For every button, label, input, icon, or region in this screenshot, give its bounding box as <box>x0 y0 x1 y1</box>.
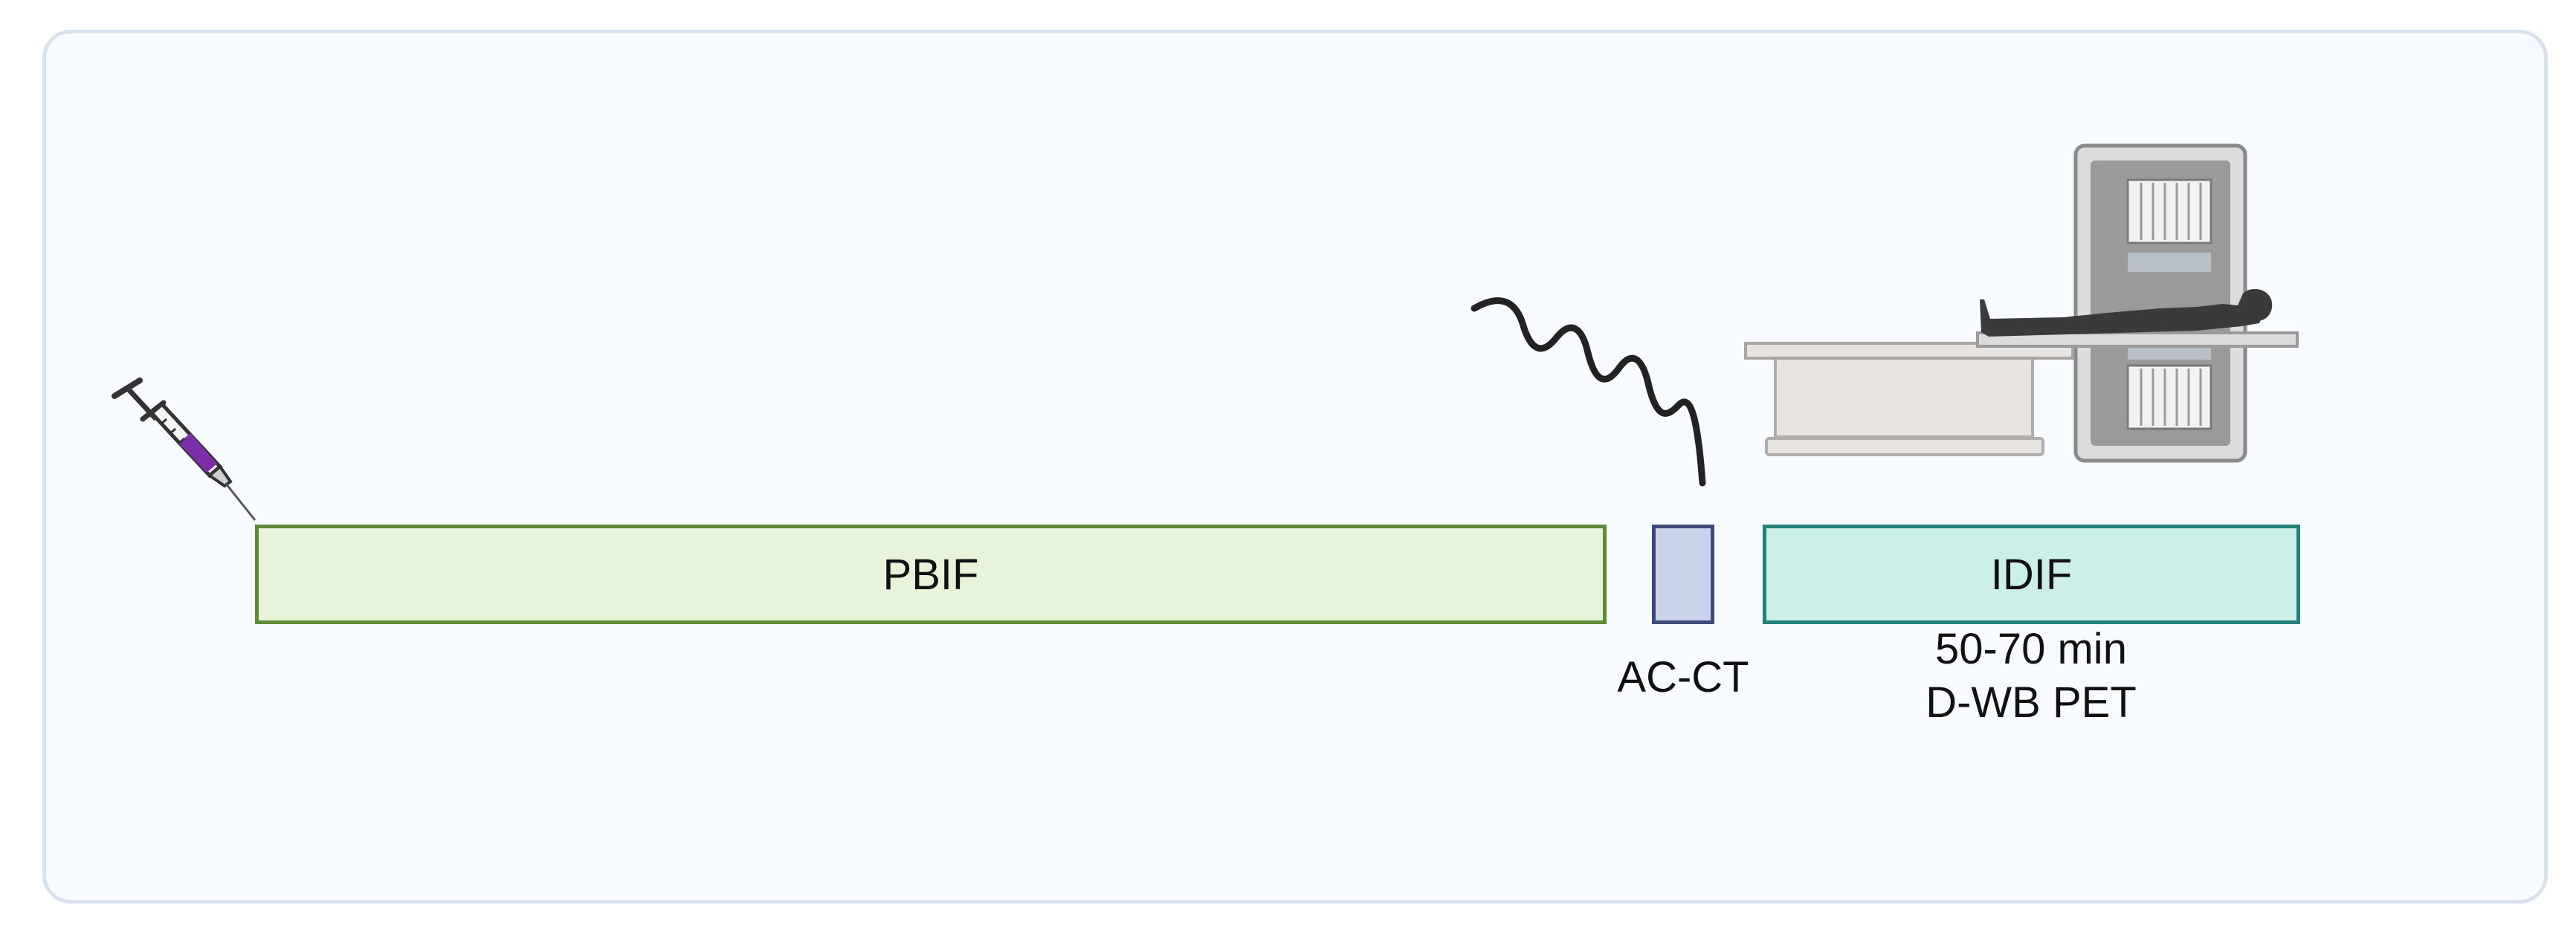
idif-duration: 50-70 min <box>1935 625 2127 673</box>
xray-wave-icon <box>1471 297 1706 487</box>
patient-icon <box>1980 288 2273 337</box>
idif-caption: 50-70 min D-WB PET <box>1845 623 2217 730</box>
syringe-icon <box>112 377 256 521</box>
pbif-bar: PBIF <box>255 525 1607 624</box>
idif-label: IDIF <box>1990 550 2073 599</box>
acct-bar <box>1652 525 1714 624</box>
idif-bar: IDIF <box>1763 525 2300 624</box>
acct-caption: AC-CT <box>1617 653 1749 701</box>
pbif-label: PBIF <box>882 550 979 599</box>
idif-scan-type: D-WB PET <box>1925 678 2137 727</box>
